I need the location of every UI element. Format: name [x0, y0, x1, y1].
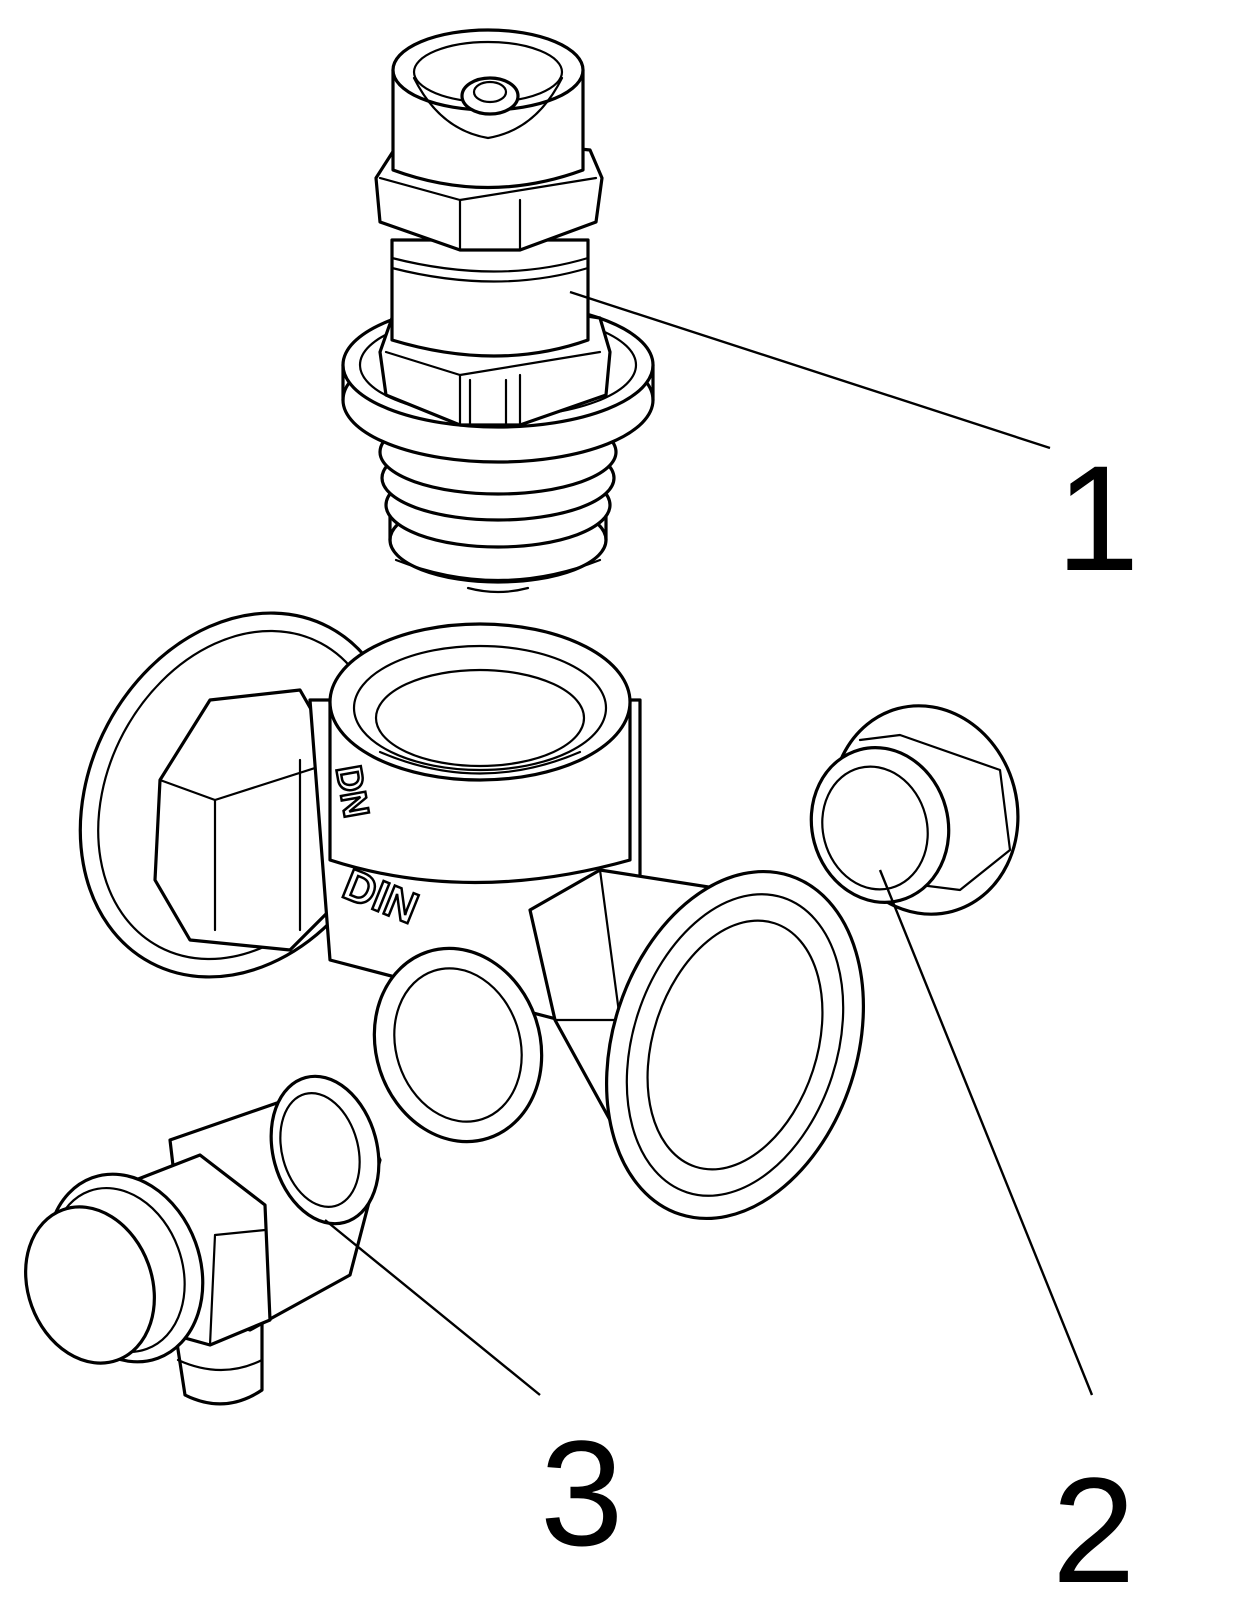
callout-2: 2 — [1052, 1446, 1135, 1614]
callout-1: 1 — [1056, 434, 1139, 602]
part-3-air-vent — [24, 1074, 382, 1406]
part-2-plug — [809, 704, 1020, 916]
leader-line-1 — [569, 290, 1051, 450]
part-1-valve-insert — [341, 28, 655, 594]
leader-line-3 — [324, 1219, 541, 1396]
callout-3: 3 — [540, 1409, 623, 1577]
leader-line-2 — [878, 869, 1094, 1396]
main-valve-body: DN DIN — [78, 611, 866, 1221]
dn-marking: DN — [328, 762, 377, 820]
